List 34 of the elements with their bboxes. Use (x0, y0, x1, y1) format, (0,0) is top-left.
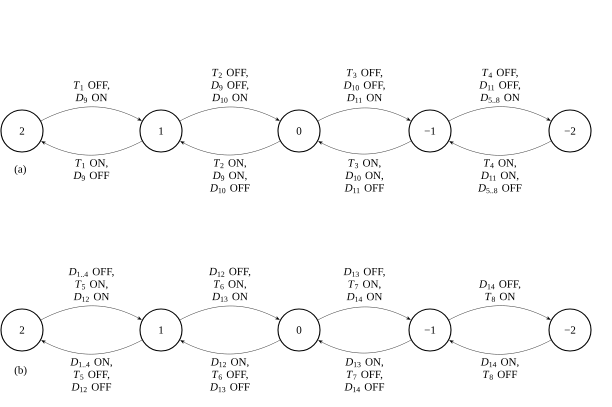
edge-label: D$_{1..4}$ OFF, T$_{5}$ ON, D$_{12}$ ON (68, 268, 114, 302)
arrow (180, 140, 280, 156)
edge-label: T$_{2}$ OFF, D$_{9}$ OFF, D$_{10}$ ON (210, 68, 248, 103)
edge-label: T$_{1}$ ON, D$_{9}$ OFF (73, 159, 110, 181)
arrow (41, 140, 142, 156)
edge-label: D$_{12}$ OFF, T$_{6}$ ON, D$_{13}$ ON (208, 268, 250, 302)
edge-label: T$_{2}$ ON, D$_{9}$ ON, D$_{10}$ OFF (210, 159, 250, 194)
arrow (318, 340, 412, 354)
arrow (40, 306, 142, 320)
panel-label: (b) (14, 366, 27, 376)
arrow (448, 106, 551, 122)
edge-label: D$_{14}$ OFF, T$_{8}$ ON (478, 280, 520, 302)
edge-label: D$_{13}$ OFF, T$_{7}$ ON, D$_{14}$ ON (343, 268, 385, 302)
arrow (318, 108, 411, 122)
arrow (40, 106, 142, 122)
arrow (41, 340, 142, 354)
arrow (318, 306, 411, 320)
arrow (449, 140, 552, 156)
edge-label: D$_{13}$ ON, T$_{7}$ OFF, D$_{14}$ OFF (344, 358, 384, 392)
arrow (449, 340, 552, 354)
edge-label: T$_{4}$ OFF, D$_{11}$ OFF, D$_{5..8}$ ON (479, 68, 520, 103)
edge-label: D$_{1..4}$ ON, T$_{5}$ OFF, D$_{12}$ OFF (70, 358, 112, 392)
panel-label: (a) (14, 165, 26, 175)
edge-label: D$_{12}$ ON, T$_{6}$ OFF, D$_{13}$ OFF (210, 358, 250, 392)
edge-label: T$_{3}$ ON, D$_{10}$ ON, D$_{11}$ OFF (344, 159, 384, 194)
edge-label: D$_{14}$ ON, T$_{8}$ OFF (480, 358, 519, 380)
arrow (180, 106, 280, 122)
arrow (180, 340, 280, 354)
arrow (448, 306, 551, 320)
arrow (318, 140, 412, 154)
edge-label: T$_{1}$ OFF, D$_{9}$ ON (74, 81, 110, 103)
edge-label: T$_{4}$ ON, D$_{11}$ ON, D$_{5..8}$ OFF (478, 159, 522, 194)
arrow (180, 306, 280, 320)
edge-label: T$_{3}$ OFF, D$_{10}$ OFF, D$_{11}$ ON (343, 68, 385, 103)
